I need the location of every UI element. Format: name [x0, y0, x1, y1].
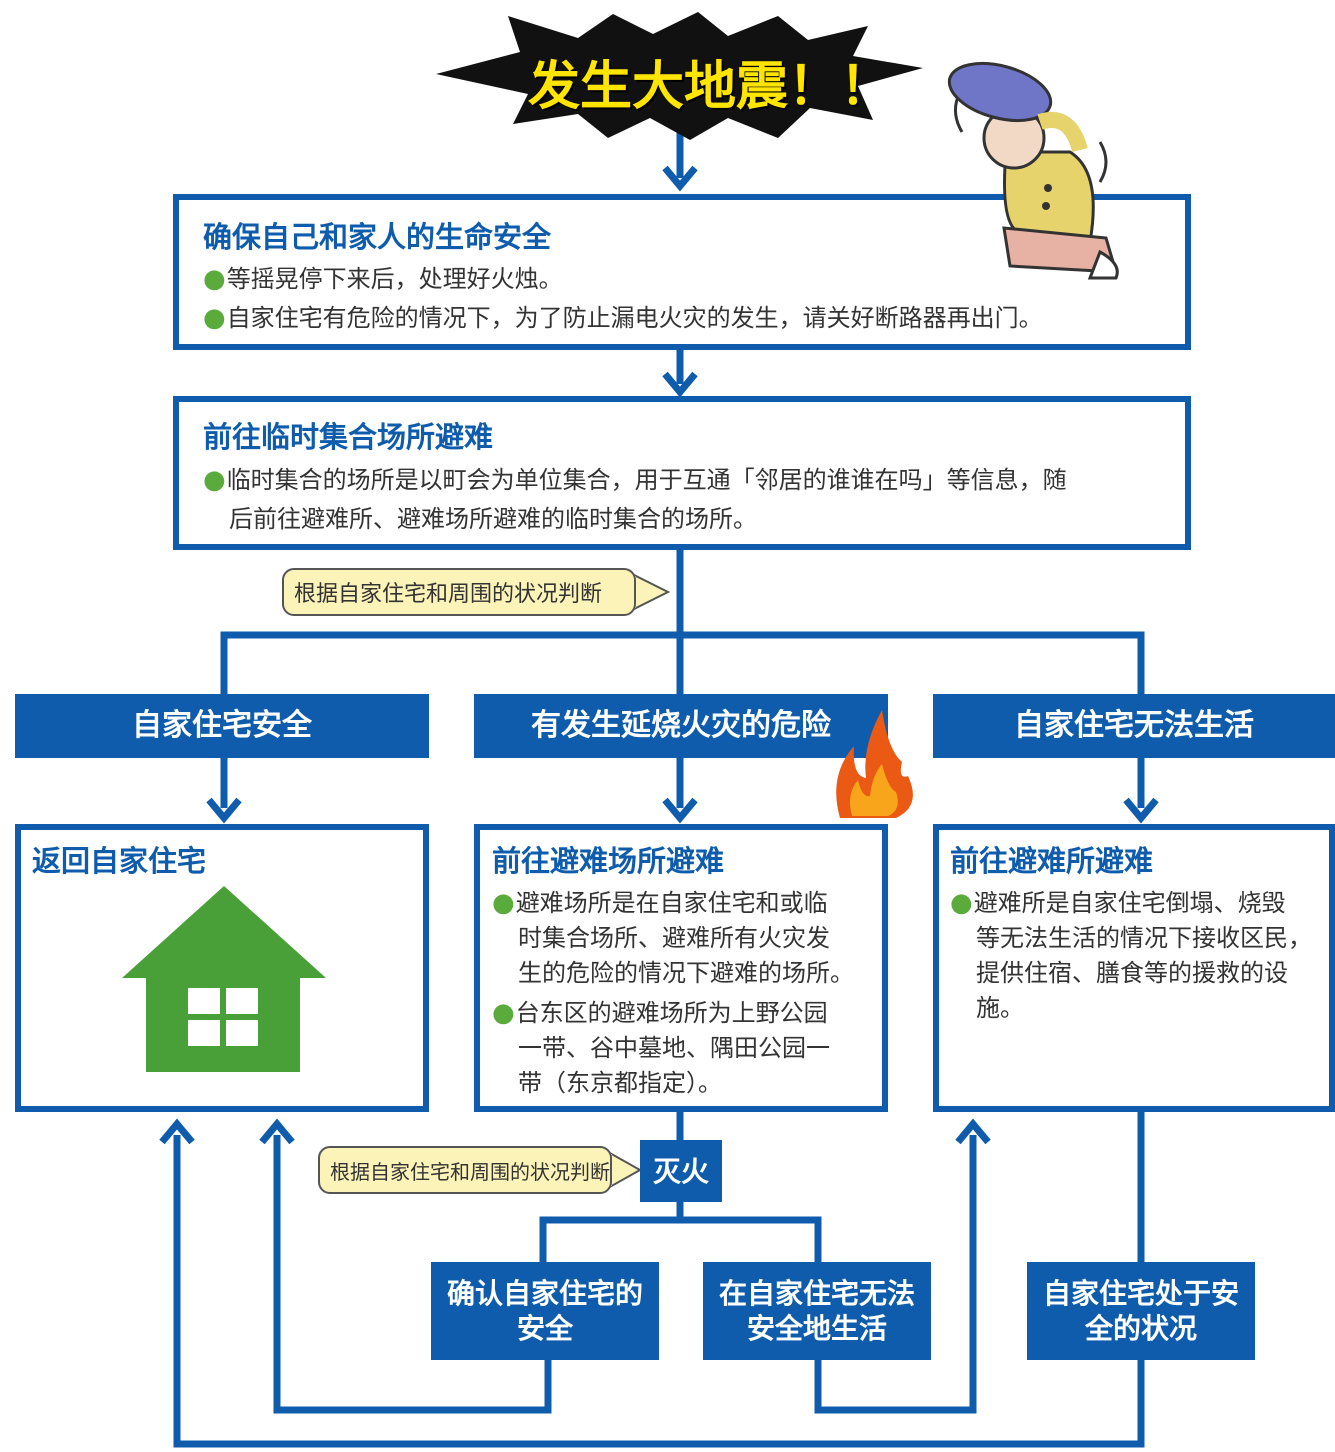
step2-bullet-line-2: 后前往避难所、避难场所避难的临时集合的场所。 — [229, 505, 757, 533]
return-home-title: 返回自家住宅 — [32, 844, 207, 878]
step2-bullet-line-1: ●临时集合的场所是以町会为单位集合，用于互通「邻居的谁谁在吗」等信息，随 — [203, 465, 1067, 495]
outcome-confirm-safe: 确认自家住宅的安全 — [431, 1262, 659, 1360]
burst-icon — [436, 12, 923, 140]
evac-area-box — [474, 824, 888, 1112]
branch-home-safe: 自家住宅安全 — [15, 694, 429, 758]
branch-fire-risk: 有发生延烧火灾的危险 — [474, 694, 888, 758]
connector-fireout-split — [539, 1216, 822, 1262]
evac-center-l4: 施。 — [976, 994, 1024, 1022]
arrowhead-home-right — [259, 1118, 295, 1145]
bullet-dot-icon: ● — [950, 888, 973, 918]
evac-area-b1-l3: 生的危险的情况下避难的场所。 — [518, 959, 854, 987]
evac-center-title: 前往避难所避难 — [950, 844, 1154, 878]
evac-center-l3: 提供住宿、膳食等的援救的设 — [976, 959, 1288, 987]
bullet-dot-icon: ● — [203, 264, 226, 294]
bullet-dot-icon: ● — [492, 888, 515, 918]
arrowhead-step1 — [662, 165, 698, 192]
evac-center-l2: 等无法生活的情况下接收区民， — [976, 924, 1312, 952]
step1-bullet-2: ●自家住宅有危险的情况下，为了防止漏电火灾的发生，请关好断路器再出门。 — [203, 303, 1043, 333]
evac-center-box — [933, 824, 1335, 1112]
arrowhead-home-left — [159, 1118, 195, 1145]
judge-note-2: 根据自家住宅和周围的状况判断 — [318, 1146, 612, 1194]
step1-title: 确保自己和家人的生命安全 — [203, 220, 552, 254]
connector-homesafe-home — [173, 1135, 1145, 1448]
bullet-dot-icon: ● — [203, 303, 226, 333]
bullet-dot-icon: ● — [203, 465, 226, 495]
arrowhead-area — [662, 797, 698, 824]
judge-note-1: 根据自家住宅和周围的状况判断 — [282, 568, 636, 616]
arrowhead-step2 — [662, 371, 698, 398]
arrowhead-center — [1123, 797, 1159, 824]
arrowhead-home — [206, 797, 242, 824]
connector-cannot-center — [814, 1135, 977, 1414]
evac-area-b1-l1: ●避难场所是在自家住宅和或临 — [492, 888, 828, 918]
step1-bullet-1: ●等摇晃停下来后，处理好火烛。 — [203, 264, 563, 294]
bullet-dot-icon: ● — [492, 998, 515, 1028]
note-pointer — [632, 572, 671, 612]
headline-text: 发生大地震！！ — [528, 57, 893, 117]
worried-person-icon — [947, 62, 1119, 280]
step2-box — [173, 396, 1191, 550]
evac-area-b2-l3: 带（东京都指定）。 — [518, 1069, 722, 1097]
fire-out-box: 灭火 — [640, 1140, 722, 1202]
evac-area-b2-l1: ●台东区的避难场所为上野公园 — [492, 998, 828, 1028]
outcome-home-safe: 自家住宅处于安全的状况 — [1027, 1262, 1255, 1360]
step2-title: 前往临时集合场所避难 — [203, 420, 494, 454]
evac-area-title: 前往避难场所避难 — [492, 844, 725, 878]
connector-confirm-home — [273, 1135, 552, 1414]
evac-area-b1-l2: 时集合场所、避难所有火灾发 — [518, 924, 830, 952]
fire-icon — [836, 710, 913, 818]
arrowhead-center-up — [955, 1118, 991, 1145]
outcome-cannot-live: 在自家住宅无法安全地生活 — [703, 1262, 931, 1360]
branch-cannot-live: 自家住宅无法生活 — [933, 694, 1335, 758]
note-pointer — [608, 1150, 643, 1190]
evac-area-b2-l2: 一带、谷中墓地、隅田公园一 — [518, 1034, 830, 1062]
evac-center-l1: ●避难所是自家住宅倒塌、烧毁 — [950, 888, 1286, 918]
house-icon — [122, 886, 326, 1072]
